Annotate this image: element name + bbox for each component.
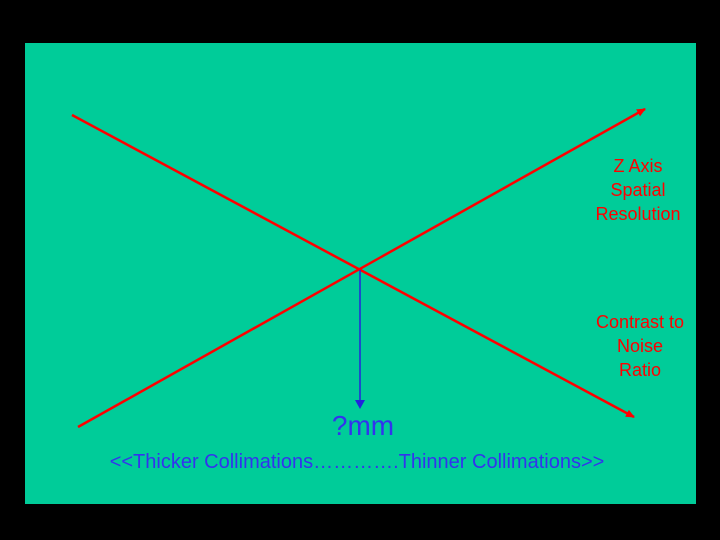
contrast-to-noise-label: Contrast to Noise Ratio	[583, 310, 697, 382]
contrast-to-noise-line	[71, 113, 635, 419]
collimation-axis-label: <<Thicker Collimations………….Thinner Colli…	[109, 451, 605, 473]
cnr-label-line-1: Contrast to	[595, 312, 685, 332]
cnr-label-line-3: Ratio	[618, 360, 662, 380]
optimum-collimation-label: ?mm	[331, 410, 395, 441]
z-axis-resolution-line	[77, 107, 646, 429]
cnr-label-line-2: Noise	[616, 336, 664, 356]
z-label-line-3: Resolution	[595, 204, 681, 224]
drop-arrowhead-icon	[355, 400, 365, 409]
z-label-line-2: Spatial	[610, 180, 666, 200]
z-axis-resolution-label: Z Axis Spatial Resolution	[583, 154, 693, 226]
z-label-line-1: Z Axis	[613, 156, 663, 176]
